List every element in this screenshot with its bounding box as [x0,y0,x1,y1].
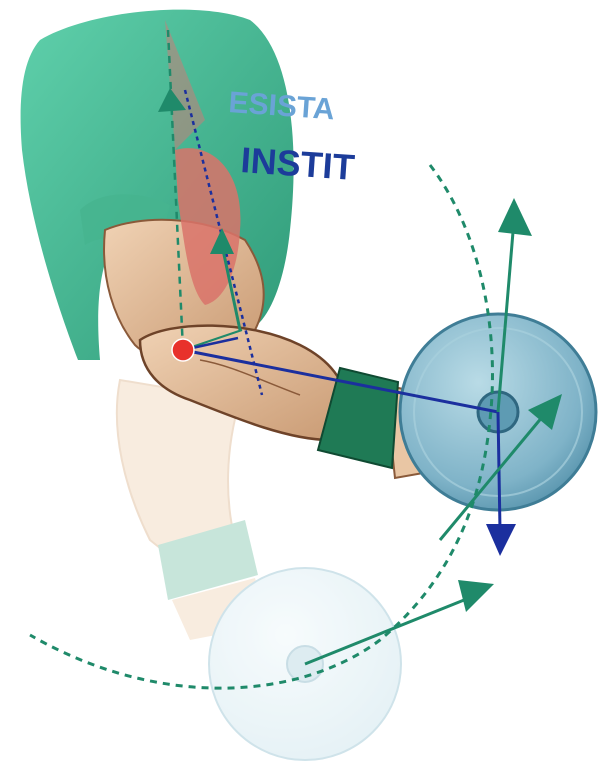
ghost-tangential-arrowhead-icon [458,580,494,612]
shirt-lettering-bottom: INSTIT [239,139,356,188]
vertical-resistance-arrowhead-icon [498,198,532,236]
gravity-arrowhead-icon [486,524,516,556]
elbow-pivot [172,339,194,361]
